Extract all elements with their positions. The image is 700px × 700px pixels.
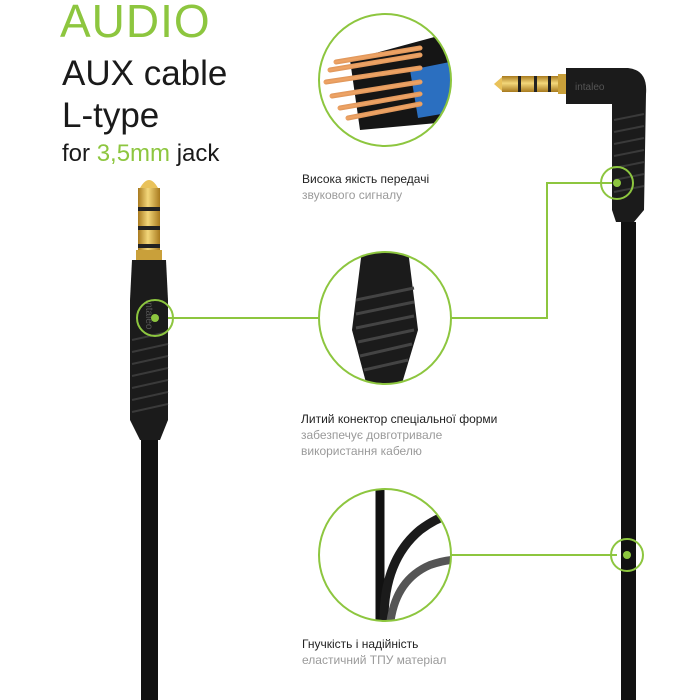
zoom-circle-connector: [318, 251, 452, 385]
callout-dot-right-top: [600, 166, 634, 200]
caption-molded-connector: Литий конектор спеціальної форми забезпе…: [301, 411, 497, 459]
callout-dot-right-bottom: [610, 538, 644, 572]
title-for-jack: for 3,5mm jack: [62, 140, 220, 167]
caption-signal-quality-sub: звукового сигналу: [302, 188, 403, 202]
caption-signal-quality: Висока якість передачі звукового сигналу: [302, 171, 429, 203]
title-aux-cable: AUX cable: [62, 54, 228, 93]
zoom-circle-wires: [318, 13, 452, 147]
callout-lines: [160, 182, 617, 556]
caption-signal-quality-title: Висока якість передачі: [302, 172, 430, 186]
svg-text:intaleo: intaleo: [575, 82, 605, 93]
title-l-type: L-type: [62, 96, 160, 135]
caption-molded-connector-sub2: використання кабелю: [301, 444, 422, 458]
caption-flexibility-title: Гнучкість і надійність: [302, 637, 419, 651]
caption-molded-connector-title: Литий конектор спеціальної форми: [301, 412, 498, 426]
l-type-jack: intaleo: [494, 68, 647, 700]
caption-flexibility: Гнучкість і надійність еластичний ТПУ ма…: [302, 636, 446, 668]
callout-dot-left: [136, 299, 174, 337]
jack-size-accent: 3,5mm: [96, 140, 171, 167]
zoom-circle-flex: [318, 488, 452, 622]
straight-jack: intaleo: [130, 180, 169, 700]
title-audio: AUDIO: [60, 0, 211, 47]
svg-text:intaleo: intaleo: [143, 300, 154, 330]
caption-flexibility-sub: еластичний ТПУ матеріал: [302, 653, 447, 667]
caption-molded-connector-sub1: забезпечує довготривале: [301, 428, 443, 442]
